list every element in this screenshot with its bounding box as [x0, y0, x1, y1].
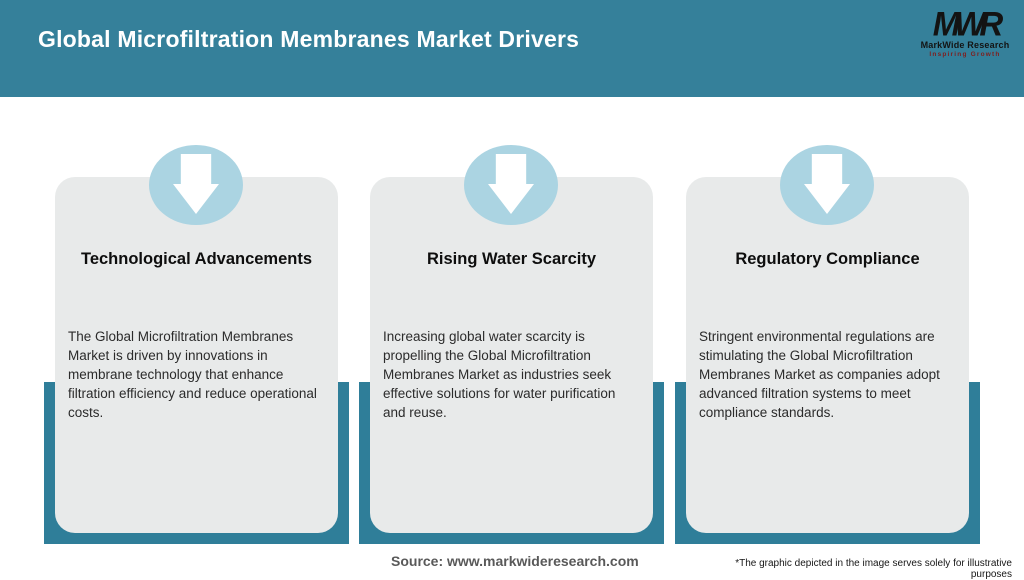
driver-card-rising-water-scarcity: Rising Water Scarcity Increasing global …	[370, 177, 653, 533]
icon-circle	[464, 145, 558, 225]
driver-card-technological-advancements: Technological Advancements The Global Mi…	[55, 177, 338, 533]
icon-circle	[149, 145, 243, 225]
logo-monogram: MWR	[932, 4, 1003, 43]
icon-circle	[780, 145, 874, 225]
disclaimer-text: *The graphic depicted in the image serve…	[735, 558, 1012, 580]
logo-tagline: Inspiring Growth	[929, 51, 1001, 58]
card-title: Technological Advancements	[80, 250, 313, 268]
header-banner: Global Microfiltration Membranes Market …	[0, 0, 1024, 97]
card-title: Regulatory Compliance	[735, 250, 920, 268]
card-body-text: Increasing global water scarcity is prop…	[383, 329, 616, 420]
card-body-text: The Global Microfiltration Membranes Mar…	[68, 329, 317, 420]
down-arrow-icon	[804, 154, 850, 214]
page-title: Global Microfiltration Membranes Market …	[38, 26, 580, 52]
card-title: Rising Water Scarcity	[426, 250, 597, 268]
down-arrow-icon	[173, 154, 219, 214]
source-text: Source: www.markwideresearch.com	[391, 553, 639, 569]
card-body-text: Stringent environmental regulations are …	[699, 329, 940, 420]
logo-company-name: MarkWide Research	[920, 40, 1010, 50]
markwide-research-logo: MWR MarkWide Research Inspiring Growth	[918, 4, 1012, 58]
down-arrow-icon	[488, 154, 534, 214]
driver-card-regulatory-compliance: Regulatory Compliance Stringent environm…	[686, 177, 969, 533]
